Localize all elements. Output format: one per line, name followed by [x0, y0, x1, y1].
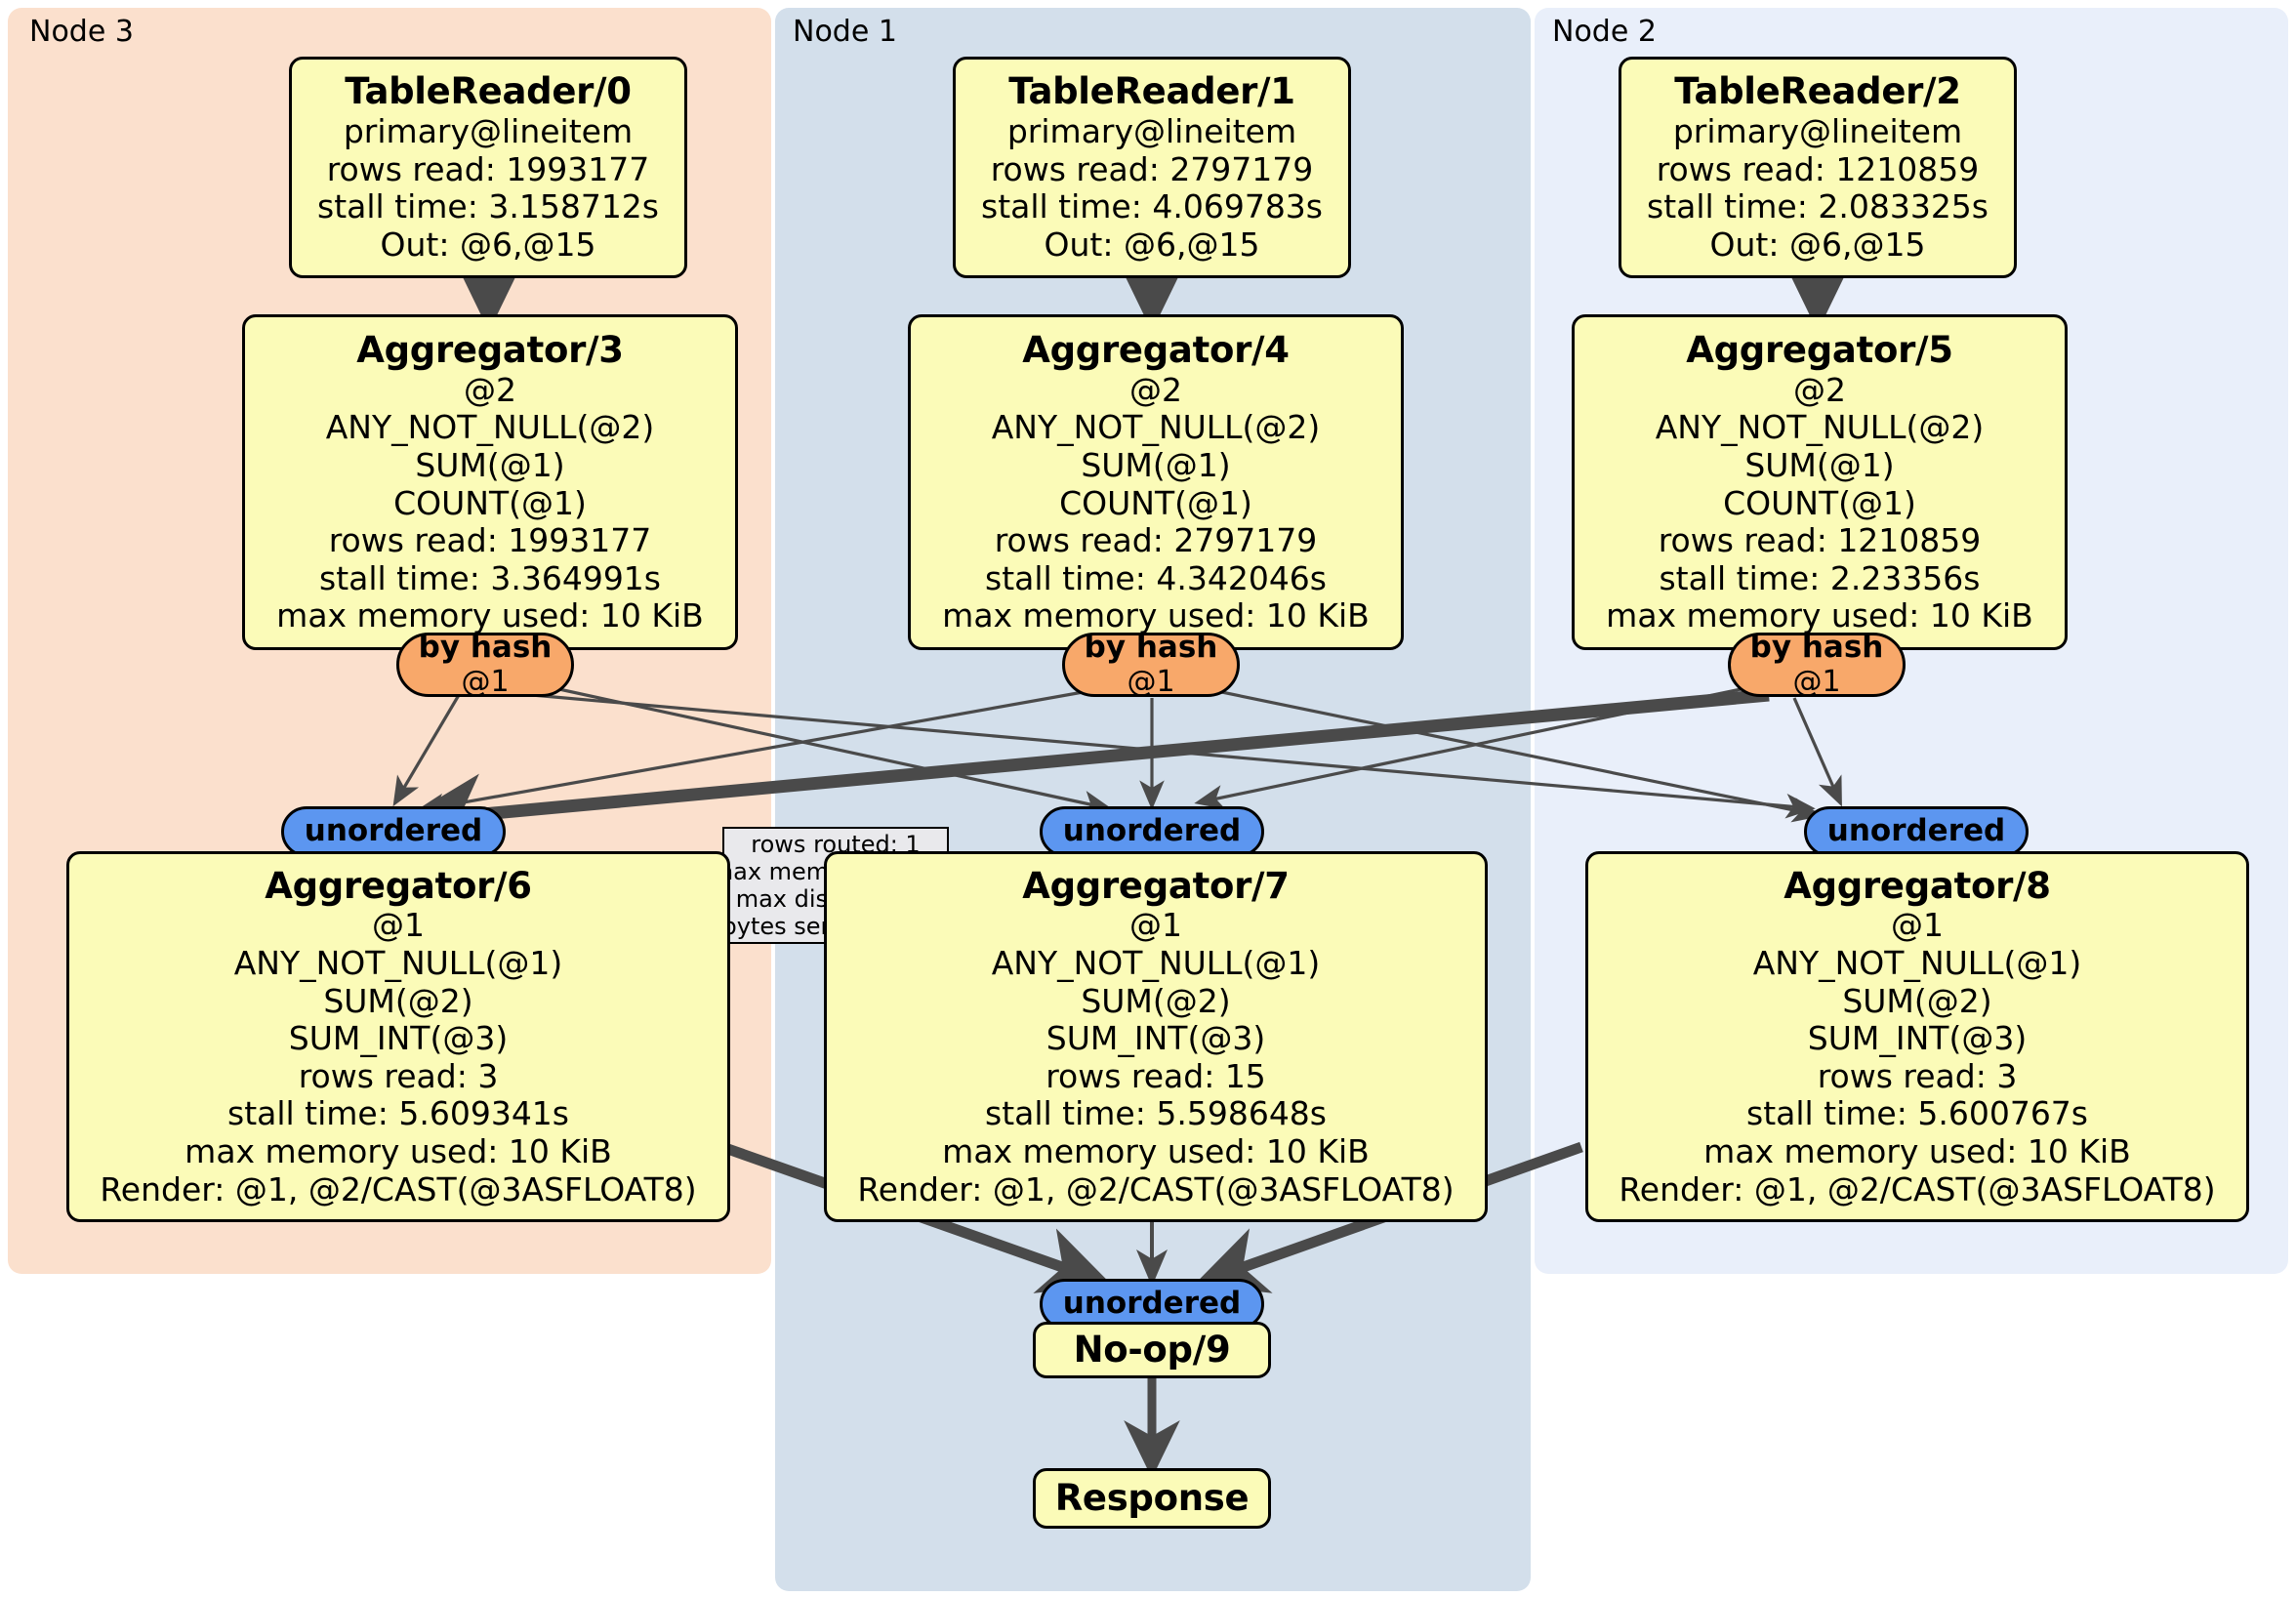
node-detail-line: rows read: 1993177: [326, 149, 650, 188]
node-detail-line: stall time: 3.364991s: [319, 558, 661, 597]
node-detail-line: max memory used: 10 KiB: [1703, 1132, 2131, 1171]
node-detail-line: stall time: 2.083325s: [1647, 187, 1988, 226]
node-detail-line: rows read: 3: [298, 1056, 499, 1095]
router-label: by hash: [1084, 629, 1218, 665]
router-by-hash-mid[interactable]: by hash @1: [1062, 629, 1240, 699]
node-detail-line: Out: @6,@15: [1044, 225, 1260, 264]
node-detail-line: Render: @1, @2/CAST(@3ASFLOAT8): [100, 1169, 697, 1208]
node-aggregator-4[interactable]: Aggregator/4 @2 ANY_NOT_NULL(@2) SUM(@1)…: [908, 314, 1404, 650]
node-title: Aggregator/8: [1784, 864, 2051, 907]
node-detail-line: stall time: 5.600767s: [1746, 1094, 2088, 1133]
node-detail-line: COUNT(@1): [1059, 483, 1252, 522]
node-detail-line: rows read: 1993177: [328, 521, 652, 560]
node-detail-line: rows read: 3: [1817, 1056, 2018, 1095]
cluster-label-node-2: Node 2: [1552, 15, 1657, 49]
node-detail-line: @1: [1129, 906, 1182, 945]
router-column: @1: [461, 664, 510, 699]
node-detail-line: Out: @6,@15: [380, 225, 596, 264]
node-aggregator-3[interactable]: Aggregator/3 @2 ANY_NOT_NULL(@2) SUM(@1)…: [242, 314, 738, 650]
node-tablereader-2[interactable]: TableReader/2 primary@lineitem rows read…: [1619, 57, 2017, 278]
synchronizer-unordered-right[interactable]: unordered: [1804, 806, 2029, 857]
node-detail-line: max memory used: 10 KiB: [1606, 596, 2033, 635]
node-detail-line: Render: @1, @2/CAST(@3ASFLOAT8): [1619, 1169, 2216, 1208]
node-detail-line: @2: [464, 370, 516, 409]
node-detail-line: max memory used: 10 KiB: [942, 596, 1370, 635]
synchronizer-label: unordered: [1062, 813, 1242, 849]
node-detail-line: primary@lineitem: [1006, 112, 1297, 151]
node-detail-line: SUM(@1): [415, 445, 565, 484]
router-column: @1: [1127, 664, 1175, 699]
node-title: No-op/9: [1073, 1329, 1231, 1372]
node-detail-line: primary@lineitem: [343, 112, 634, 151]
router-by-hash-left[interactable]: by hash @1: [396, 629, 574, 699]
node-detail-line: rows read: 2797179: [990, 149, 1314, 188]
synchronizer-label: unordered: [1062, 1286, 1242, 1322]
node-detail-line: Out: @6,@15: [1709, 225, 1926, 264]
synchronizer-label: unordered: [1826, 813, 2006, 849]
node-aggregator-5[interactable]: Aggregator/5 @2 ANY_NOT_NULL(@2) SUM(@1)…: [1572, 314, 2068, 650]
node-detail-line: max memory used: 10 KiB: [276, 596, 704, 635]
node-detail-line: primary@lineitem: [1672, 112, 1963, 151]
node-title: Aggregator/7: [1022, 864, 1290, 907]
node-detail-line: rows read: 15: [1046, 1056, 1266, 1095]
node-title: Aggregator/5: [1686, 329, 1953, 372]
node-aggregator-7[interactable]: Aggregator/7 @1 ANY_NOT_NULL(@1) SUM(@2)…: [824, 851, 1488, 1222]
node-detail-line: SUM_INT(@3): [1807, 1019, 2028, 1058]
router-label: by hash: [1749, 629, 1884, 665]
synchronizer-unordered-mid[interactable]: unordered: [1040, 806, 1264, 857]
node-detail-line: ANY_NOT_NULL(@1): [991, 944, 1321, 982]
node-title: TableReader/1: [1008, 70, 1295, 113]
node-detail-line: SUM(@2): [1842, 981, 1992, 1020]
node-detail-line: max memory used: 10 KiB: [184, 1132, 612, 1171]
node-detail-line: @1: [372, 906, 425, 945]
node-title: Response: [1054, 1477, 1250, 1520]
node-detail-line: ANY_NOT_NULL(@1): [1752, 944, 2082, 982]
node-detail-line: stall time: 5.598648s: [985, 1094, 1327, 1133]
node-detail-line: @2: [1793, 370, 1846, 409]
router-by-hash-right[interactable]: by hash @1: [1728, 629, 1906, 699]
node-detail-line: SUM(@1): [1081, 445, 1231, 484]
node-title: Aggregator/3: [356, 329, 624, 372]
node-detail-line: rows read: 2797179: [994, 521, 1318, 560]
node-detail-line: stall time: 2.23356s: [1659, 558, 1981, 597]
node-detail-line: @1: [1891, 906, 1944, 945]
router-label: by hash: [418, 629, 553, 665]
node-detail-line: SUM(@2): [1081, 981, 1231, 1020]
node-detail-line: ANY_NOT_NULL(@2): [1655, 408, 1985, 447]
node-response[interactable]: Response: [1033, 1468, 1271, 1529]
node-detail-line: max memory used: 10 KiB: [942, 1132, 1370, 1171]
node-tablereader-1[interactable]: TableReader/1 primary@lineitem rows read…: [953, 57, 1351, 278]
node-detail-line: stall time: 3.158712s: [317, 187, 659, 226]
cluster-label-node-1: Node 1: [793, 15, 897, 49]
node-detail-line: Render: @1, @2/CAST(@3ASFLOAT8): [857, 1169, 1455, 1208]
node-detail-line: COUNT(@1): [393, 483, 587, 522]
node-no-op-9[interactable]: No-op/9: [1033, 1322, 1271, 1378]
node-title: TableReader/2: [1674, 70, 1961, 113]
cluster-label-node-3: Node 3: [29, 15, 134, 49]
synchronizer-unordered-left[interactable]: unordered: [281, 806, 506, 857]
node-detail-line: SUM_INT(@3): [288, 1019, 509, 1058]
node-detail-line: ANY_NOT_NULL(@2): [325, 408, 655, 447]
node-detail-line: ANY_NOT_NULL(@1): [233, 944, 563, 982]
node-detail-line: SUM(@2): [323, 981, 473, 1020]
node-detail-line: stall time: 4.342046s: [985, 558, 1327, 597]
node-title: Aggregator/4: [1022, 329, 1290, 372]
node-tablereader-0[interactable]: TableReader/0 primary@lineitem rows read…: [289, 57, 687, 278]
node-aggregator-6[interactable]: Aggregator/6 @1 ANY_NOT_NULL(@1) SUM(@2)…: [66, 851, 730, 1222]
router-column: @1: [1792, 664, 1841, 699]
node-detail-line: ANY_NOT_NULL(@2): [991, 408, 1321, 447]
node-detail-line: rows read: 1210859: [1656, 149, 1980, 188]
node-detail-line: SUM(@1): [1744, 445, 1895, 484]
node-title: Aggregator/6: [265, 864, 532, 907]
node-detail-line: stall time: 5.609341s: [227, 1094, 569, 1133]
node-detail-line: @2: [1129, 370, 1182, 409]
synchronizer-label: unordered: [304, 813, 483, 849]
node-aggregator-8[interactable]: Aggregator/8 @1 ANY_NOT_NULL(@1) SUM(@2)…: [1585, 851, 2249, 1222]
synchronizer-unordered-final[interactable]: unordered: [1040, 1279, 1264, 1330]
node-detail-line: SUM_INT(@3): [1046, 1019, 1266, 1058]
node-detail-line: COUNT(@1): [1723, 483, 1916, 522]
node-detail-line: rows read: 1210859: [1658, 521, 1982, 560]
node-title: TableReader/0: [345, 70, 632, 113]
node-detail-line: stall time: 4.069783s: [981, 187, 1323, 226]
